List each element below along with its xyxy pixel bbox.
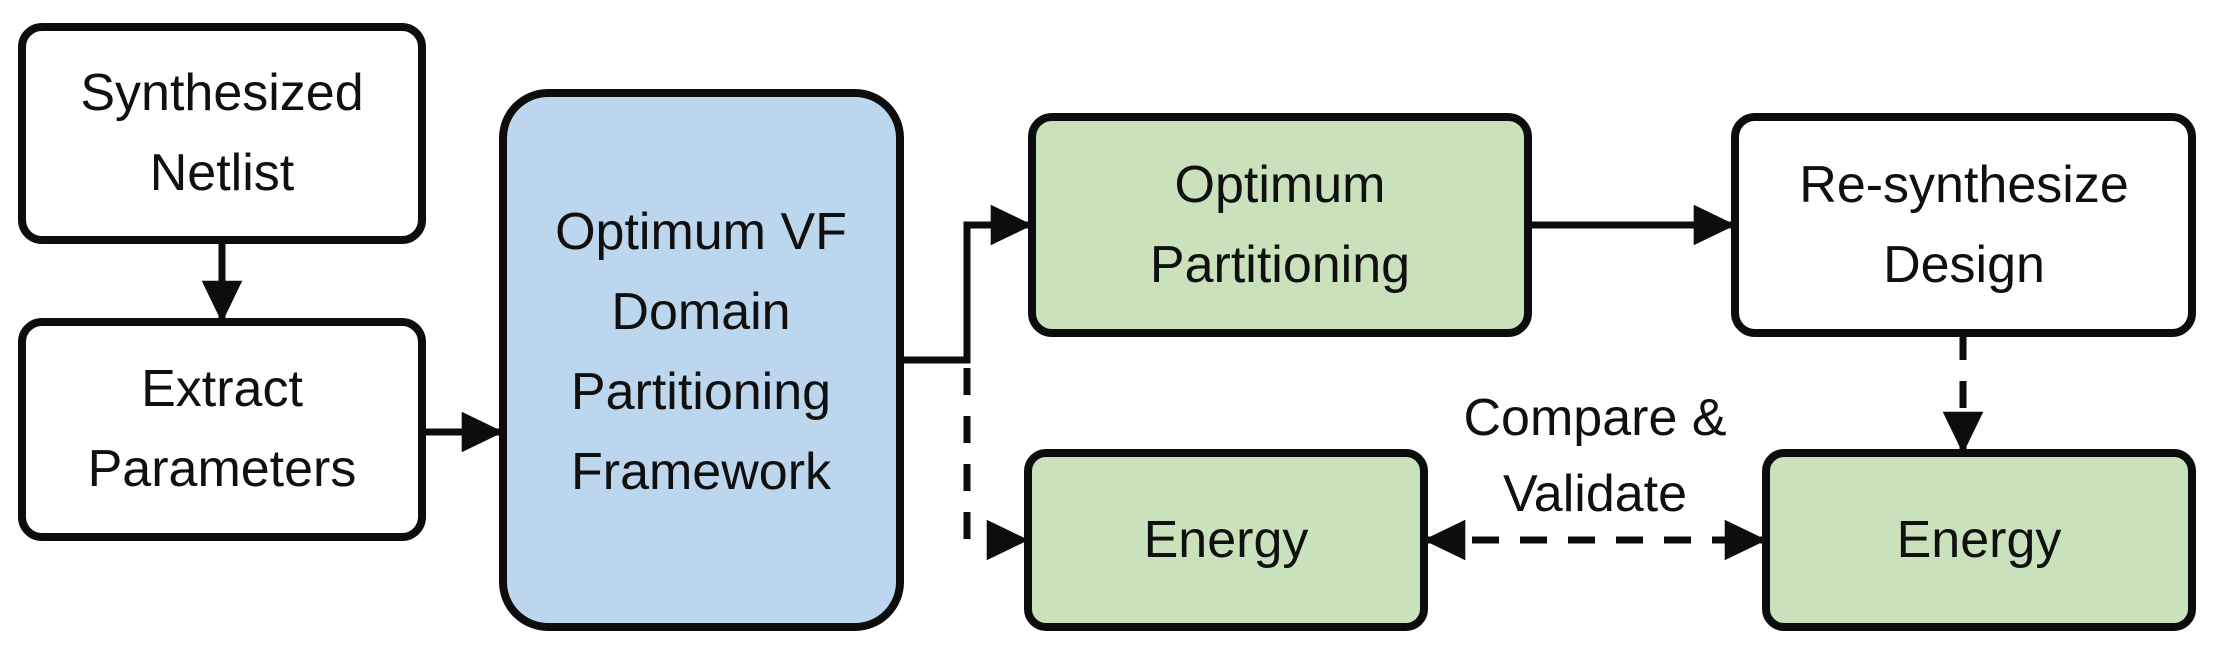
energy-left-label: Energy: [1144, 511, 1309, 569]
extract-parameters-label-line-1: Extract: [141, 360, 303, 418]
optimum-partitioning-label-line-1: Optimum: [1175, 156, 1386, 214]
node-synthesized-netlist: Synthesized Netlist: [18, 23, 426, 244]
node-framework: Optimum VF Domain Partitioning Framework: [499, 89, 904, 631]
compare-validate-label: Compare & Validate: [1464, 389, 1727, 523]
energy-left-box: [1024, 449, 1428, 631]
extract-parameters-label-line-2: Parameters: [88, 440, 357, 498]
extract-parameters-box: [18, 318, 426, 541]
optimum-partitioning-label-line-2: Partitioning: [1150, 236, 1410, 294]
node-energy-left: Energy: [1024, 449, 1428, 631]
edge-framework-to-partitioning: [900, 204, 1033, 364]
optimum-partitioning-box: [1028, 113, 1532, 337]
edge-framework-to-energy-left: [963, 368, 1029, 561]
framework-label-line-4: Framework: [571, 443, 832, 501]
resynthesize-design-label-line-2: Design: [1883, 236, 2045, 294]
resynthesize-design-box: [1731, 113, 2196, 337]
energy-right-box: [1762, 449, 2196, 631]
framework-label-line-1: Optimum VF: [555, 203, 847, 261]
synthesized-netlist-label-line-1: Synthesized: [80, 64, 363, 122]
framework-box: [499, 89, 904, 631]
framework-label-line-3: Partitioning: [571, 363, 831, 421]
compare-validate-label-line-2: Validate: [1503, 465, 1687, 523]
node-energy-right: Energy: [1762, 449, 2196, 631]
node-extract-parameters: Extract Parameters: [18, 318, 426, 541]
synthesized-netlist-label-line-2: Netlist: [150, 144, 295, 202]
resynthesize-design-label-line-1: Re-synthesize: [1799, 156, 2128, 214]
compare-validate-label-line-1: Compare &: [1464, 389, 1727, 447]
energy-right-label: Energy: [1897, 511, 2062, 569]
node-optimum-partitioning: Optimum Partitioning: [1028, 113, 1532, 337]
framework-label-line-2: Domain: [611, 283, 790, 341]
synthesized-netlist-box: [18, 23, 426, 244]
node-resynthesize-design: Re-synthesize Design: [1731, 113, 2196, 337]
